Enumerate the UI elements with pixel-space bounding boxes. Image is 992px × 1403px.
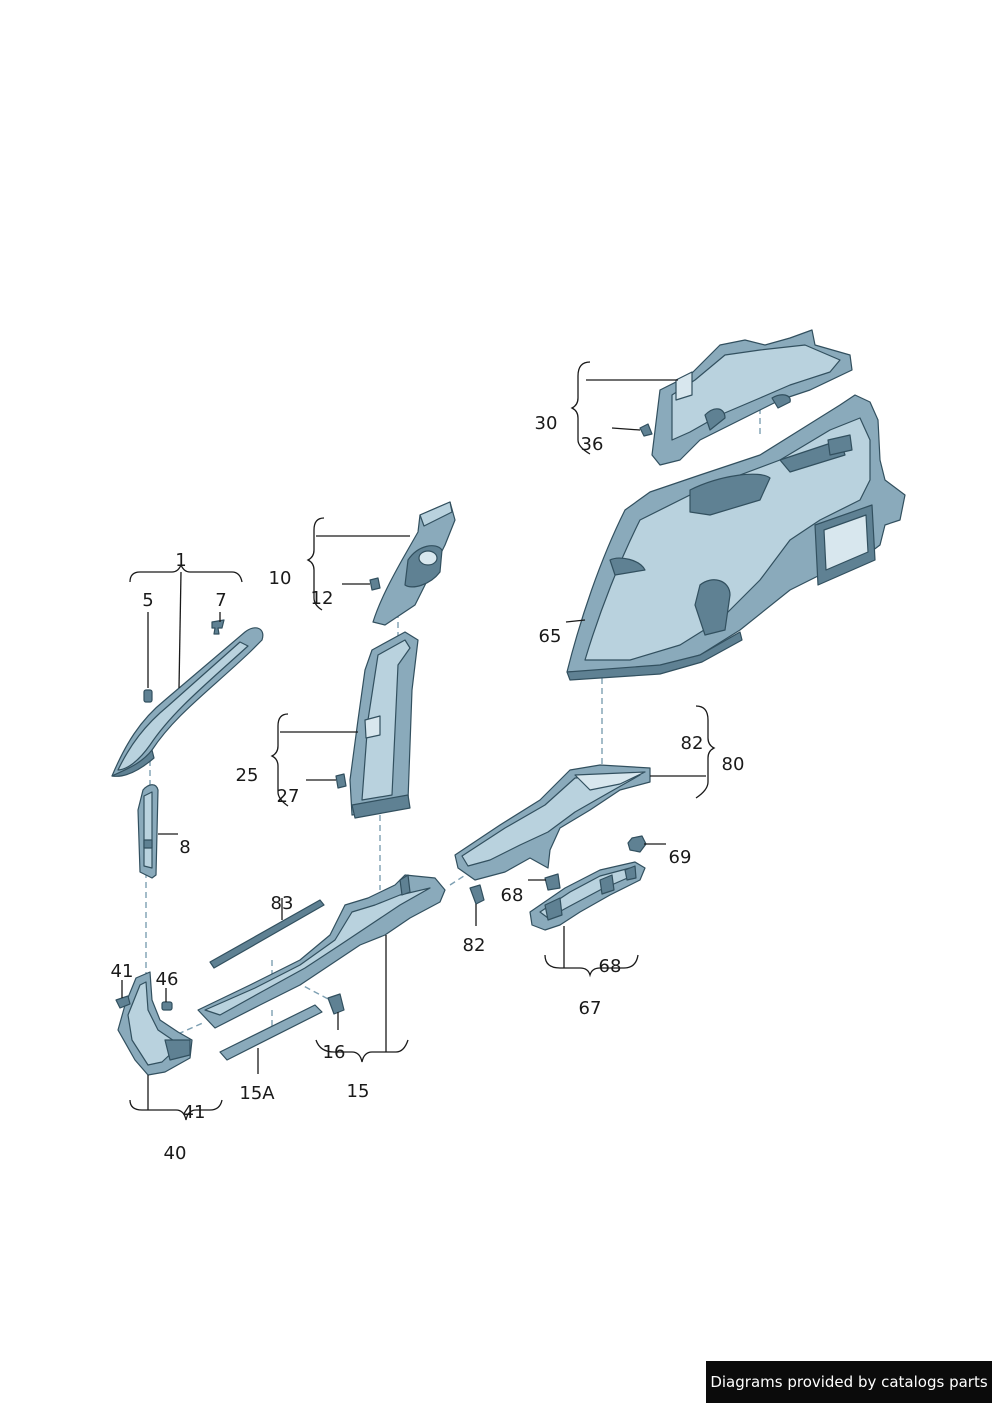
callout-65: 65 bbox=[539, 626, 562, 647]
kick-panel bbox=[117, 971, 193, 1076]
callout-labels: 1 5 7 8 10 12 25 27 30 36 65 82 80 69 68… bbox=[111, 413, 745, 1164]
callout-40: 40 bbox=[164, 1143, 187, 1164]
screw-5 bbox=[143, 689, 153, 703]
clip-7 bbox=[211, 619, 225, 635]
callout-82-lower: 82 bbox=[463, 935, 486, 956]
clip-16 bbox=[327, 993, 345, 1015]
clip-82 bbox=[469, 884, 485, 905]
screw-36 bbox=[639, 423, 653, 437]
clip-41 bbox=[115, 995, 131, 1009]
a-pillar-lower-cover bbox=[137, 784, 159, 879]
callout-15: 15 bbox=[347, 1081, 370, 1102]
callout-69: 69 bbox=[669, 847, 692, 868]
callout-25: 25 bbox=[236, 765, 259, 786]
sill-strip-15A bbox=[219, 1004, 323, 1061]
callout-41-lower: 41 bbox=[183, 1102, 206, 1123]
callout-41-upper: 41 bbox=[111, 961, 134, 982]
callout-67: 67 bbox=[579, 998, 602, 1019]
callout-1: 1 bbox=[175, 550, 186, 571]
trim-strip-83 bbox=[209, 899, 325, 969]
callout-7: 7 bbox=[215, 590, 226, 611]
callout-83: 83 bbox=[271, 893, 294, 914]
screw-12 bbox=[369, 577, 381, 591]
callout-82-upper: 82 bbox=[681, 733, 704, 754]
callout-68-upper: 68 bbox=[501, 885, 524, 906]
side-trim-panel bbox=[566, 394, 906, 681]
callout-80: 80 bbox=[722, 754, 745, 775]
leader-lines bbox=[121, 361, 716, 1121]
credit-banner: Diagrams provided by catalogs parts bbox=[706, 1361, 992, 1403]
b-pillar-upper-trim bbox=[372, 501, 456, 626]
nut-69 bbox=[627, 835, 647, 853]
nut-46 bbox=[161, 1001, 173, 1011]
front-sill-trim bbox=[197, 874, 446, 1029]
callout-15A: 15A bbox=[239, 1083, 275, 1104]
callout-8: 8 bbox=[179, 837, 190, 858]
b-pillar-lower-trim bbox=[349, 631, 419, 819]
callout-46: 46 bbox=[156, 969, 179, 990]
rear-sill-trim bbox=[454, 764, 651, 881]
clip-68 bbox=[544, 873, 561, 891]
callout-12: 12 bbox=[311, 588, 334, 609]
bracket-67 bbox=[529, 861, 646, 931]
a-pillar-trim bbox=[111, 627, 264, 777]
callout-27: 27 bbox=[277, 786, 300, 807]
callout-5: 5 bbox=[142, 590, 153, 611]
callout-36: 36 bbox=[581, 434, 604, 455]
callout-68-lower: 68 bbox=[599, 956, 622, 977]
callout-10: 10 bbox=[269, 568, 292, 589]
callout-16: 16 bbox=[323, 1042, 346, 1063]
c-pillar-upper-trim bbox=[651, 329, 853, 466]
screw-27 bbox=[335, 773, 347, 789]
callout-30: 30 bbox=[535, 413, 558, 434]
